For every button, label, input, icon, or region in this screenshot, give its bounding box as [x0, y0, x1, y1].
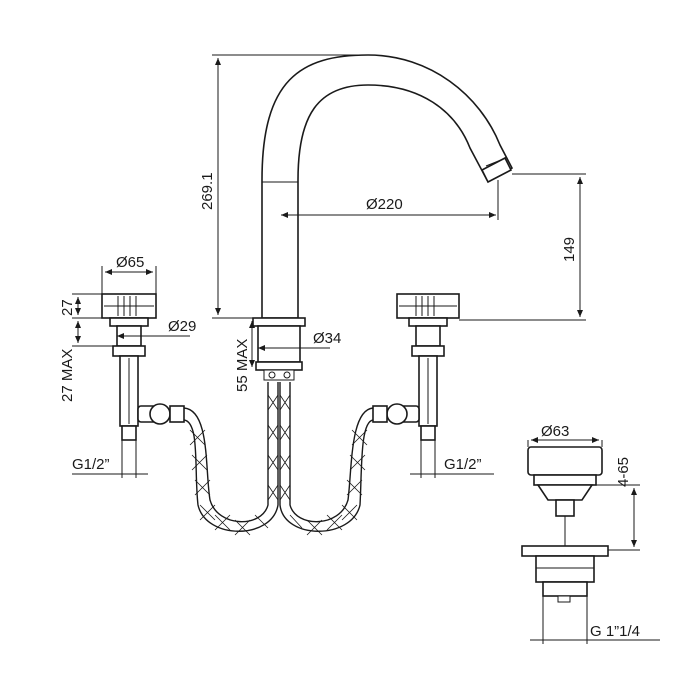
dim-spout-height: 149 — [561, 237, 578, 262]
dimension-lines — [72, 54, 660, 644]
dim-connection-left: G1/2” — [72, 456, 110, 473]
left-hose-nut — [137, 403, 185, 425]
dim-valve-diameter: Ø29 — [168, 318, 196, 335]
dim-connection-right: G1/2” — [444, 456, 482, 473]
waste-assembly — [521, 446, 609, 603]
dim-waste-height: 4-65 — [615, 457, 632, 487]
spout-base — [252, 317, 306, 381]
dim-spout-reach: Ø220 — [366, 196, 403, 213]
dim-base-diameter: Ø34 — [313, 330, 341, 347]
dim-handle-height: 27 — [59, 299, 76, 316]
dim-waste-diameter: Ø63 — [541, 423, 569, 440]
spout — [261, 54, 514, 319]
dim-valve-max: 27 MAX — [59, 349, 76, 402]
dim-waste-thread: G 1”1/4 — [590, 623, 640, 640]
left-handle — [101, 293, 157, 441]
right-hose-nut — [372, 403, 420, 425]
braided-hoses — [183, 382, 374, 536]
right-handle — [396, 293, 460, 441]
dim-handle-diameter: Ø65 — [116, 254, 144, 271]
dim-deck-max: 55 MAX — [234, 339, 251, 392]
dim-total-height: 269.1 — [199, 172, 216, 210]
